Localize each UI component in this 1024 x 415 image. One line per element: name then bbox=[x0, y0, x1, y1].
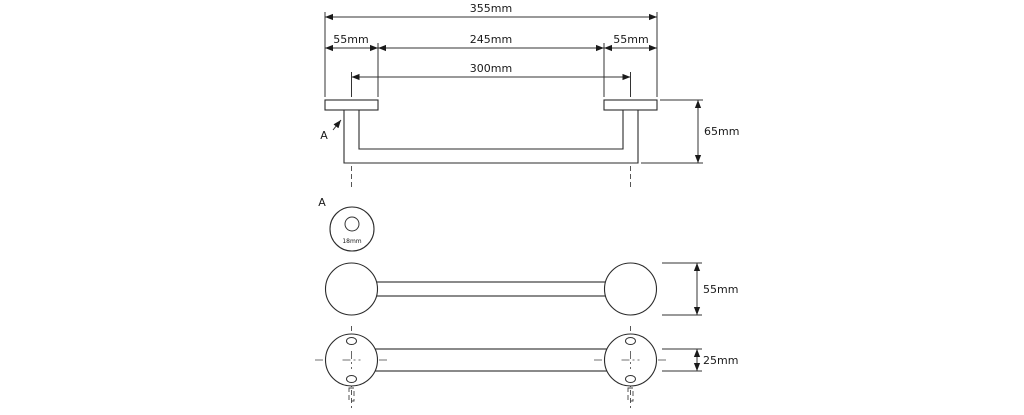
detail-view-a: A 18mm bbox=[318, 196, 375, 252]
detail-view-label: A bbox=[318, 196, 326, 209]
screw-slot-icon bbox=[346, 375, 357, 383]
dimension-mounting-span: 300mm bbox=[351, 62, 631, 97]
left-wall-plate bbox=[324, 99, 379, 111]
dimension-height: 65mm bbox=[641, 99, 739, 164]
right-wall-plate bbox=[603, 99, 658, 111]
dim-label-bore: 18mm bbox=[342, 238, 361, 245]
dim-label-depth: 25mm bbox=[703, 354, 738, 367]
detail-callout-label: A bbox=[320, 129, 328, 142]
front-view bbox=[324, 262, 658, 316]
bar-body bbox=[343, 109, 639, 164]
front-bar bbox=[350, 281, 632, 297]
dim-label-total-width: 355mm bbox=[470, 2, 512, 15]
elevation-view: A bbox=[320, 99, 658, 190]
plan-right-plate bbox=[603, 333, 658, 387]
detail-callout-a: A bbox=[320, 119, 342, 142]
plan-bar bbox=[350, 348, 632, 372]
screw-slot-icon bbox=[625, 337, 636, 345]
dim-label-center-span: 245mm bbox=[470, 33, 512, 46]
hidden-screw-icon bbox=[348, 387, 355, 402]
dimension-total-width: 355mm bbox=[324, 2, 658, 97]
plan-view bbox=[315, 326, 667, 408]
front-left-plate bbox=[324, 262, 379, 316]
dim-label-mounting-span: 300mm bbox=[470, 62, 512, 75]
dim-label-height: 65mm bbox=[704, 125, 739, 138]
detail-bore-circle bbox=[344, 216, 360, 232]
hidden-screw-icon bbox=[627, 387, 634, 402]
front-right-plate bbox=[603, 262, 658, 316]
dim-label-right-offset: 55mm bbox=[613, 33, 648, 46]
detail-circle bbox=[329, 206, 375, 252]
dimension-depth: 25mm bbox=[662, 348, 738, 372]
plan-right-plate-details bbox=[621, 337, 640, 402]
plan-left-plate-details bbox=[342, 337, 361, 402]
screw-slot-icon bbox=[625, 375, 636, 383]
dim-label-left-offset: 55mm bbox=[333, 33, 368, 46]
dimension-plate-diameter: 55mm bbox=[662, 262, 738, 316]
dimension-offsets-row: 55mm 245mm 55mm bbox=[325, 33, 657, 97]
screw-slot-icon bbox=[346, 337, 357, 345]
plan-left-plate bbox=[324, 333, 379, 387]
dim-label-plate-diameter: 55mm bbox=[703, 283, 738, 296]
